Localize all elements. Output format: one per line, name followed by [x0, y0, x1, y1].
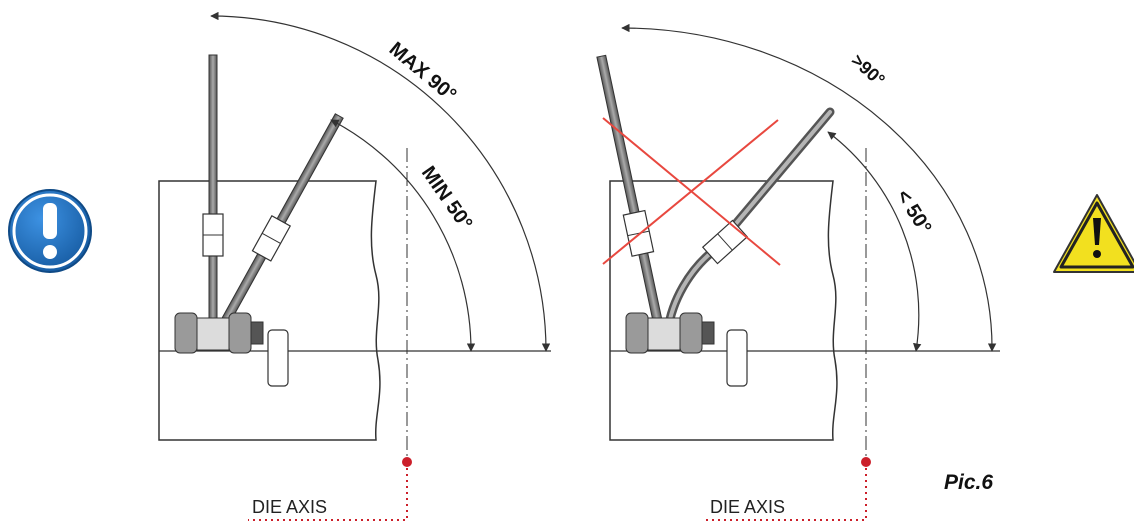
left-diagram: MAX 90° MIN 50° DIE AXIS — [158, 11, 551, 521]
over-angle-arc — [621, 23, 997, 352]
max-angle-arc — [210, 11, 551, 352]
inclined-rod — [215, 113, 344, 334]
over-tilted-rod — [596, 54, 665, 332]
min-angle-label: MIN 50° — [417, 162, 477, 234]
picture-label: Pic.6 — [944, 471, 993, 494]
hinge-block — [625, 312, 748, 387]
under-angle-label: < 50° — [892, 186, 936, 238]
die-axis-label: DIE AXIS — [710, 497, 785, 517]
under-angle-arc — [827, 131, 922, 352]
min-angle-arc — [330, 119, 476, 352]
info-exclamation-icon — [8, 189, 92, 273]
hinge-block — [174, 312, 289, 387]
vertical-rod — [202, 54, 224, 326]
right-diagram: >90° < 50° DIE AXIS — [596, 23, 1000, 521]
die-axis-label: DIE AXIS — [252, 497, 327, 517]
warning-triangle-icon — [1053, 194, 1134, 273]
over-angle-label: >90° — [847, 50, 888, 90]
